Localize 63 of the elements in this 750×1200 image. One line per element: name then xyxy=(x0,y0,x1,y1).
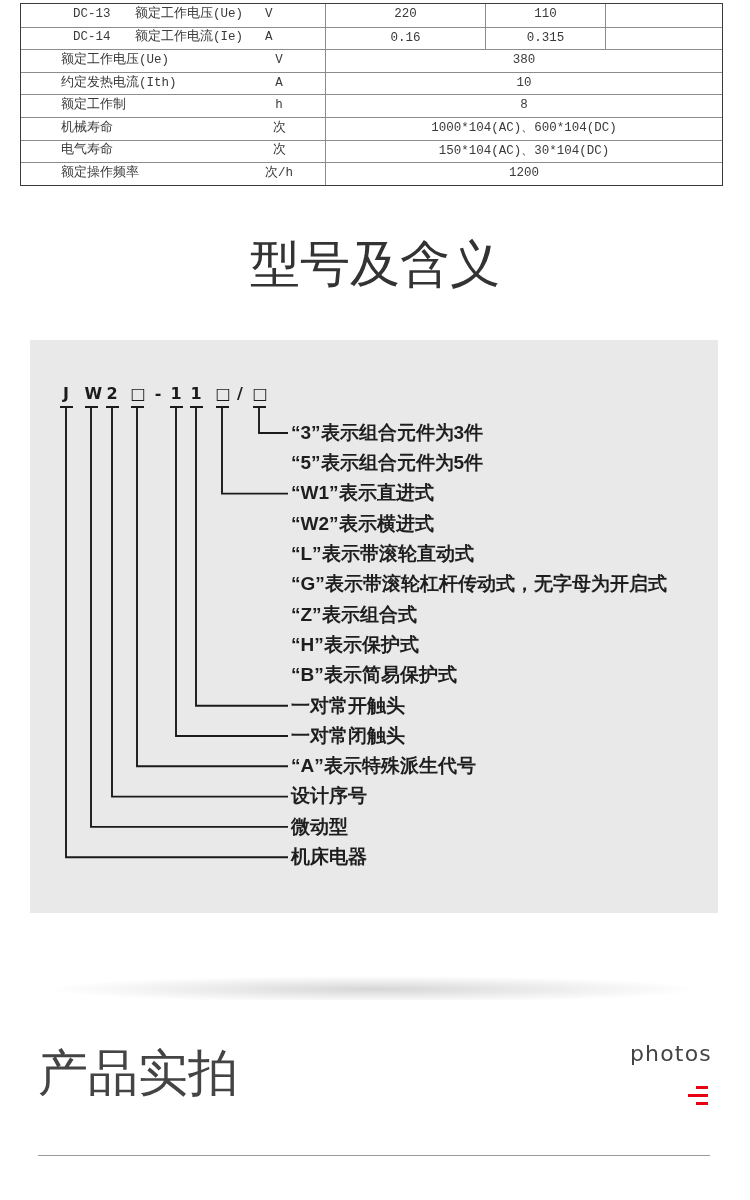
leader-line xyxy=(111,407,289,798)
spec-value: 220 xyxy=(394,7,417,24)
leader-line xyxy=(175,407,289,737)
code-character: □ xyxy=(130,384,144,408)
spec-name: 额定工作制 xyxy=(61,98,126,114)
spec-name: 额定操作频率 xyxy=(61,166,139,182)
spec-name: 机械寿命 xyxy=(61,120,113,137)
spec-unit: A xyxy=(265,30,273,47)
code-character: J xyxy=(59,384,73,408)
spec-unit: 次/h xyxy=(265,166,293,182)
code-character: □ xyxy=(252,384,266,408)
code-explanation: 微动型 xyxy=(288,811,348,843)
spec-value: 8 xyxy=(520,98,528,114)
code-explanation: “L”表示带滚轮直动式 xyxy=(290,542,474,567)
code-explanation: “B”表示简易保护式 xyxy=(290,663,457,688)
code-explanation: 机床电器 xyxy=(288,842,367,873)
section-title: 型号及含义 xyxy=(250,237,500,292)
code-character: □ xyxy=(215,384,229,408)
spec-value: 10 xyxy=(516,75,532,92)
spec-value: 150*104(AC)、30*104(DC) xyxy=(438,143,610,160)
code-explanation: “Z”表示组合式 xyxy=(290,602,417,627)
spec-unit: 次 xyxy=(272,143,286,160)
spec-name: 额定工作电压(Ue) xyxy=(61,53,169,69)
spec-name: 电气寿命 xyxy=(61,143,113,160)
code-separator: / xyxy=(236,384,244,405)
code-explanation: 一对常闭触头 xyxy=(288,720,405,752)
section-subtitle: photos xyxy=(629,1041,712,1068)
leader-line xyxy=(221,407,289,495)
spec-value: 0.315 xyxy=(526,30,565,47)
spec-name: 额定工作电压(Ue) xyxy=(135,7,243,24)
spec-name: 约定发热电流(Ith) xyxy=(61,75,177,92)
spec-category: DC-13 xyxy=(73,7,111,24)
code-explanation: “G”表示带滚轮杠杆传动式，无字母为开启式 xyxy=(290,572,667,597)
code-explanation: “W1”表示直进式 xyxy=(290,481,434,506)
code-character: 1 xyxy=(189,384,203,408)
leader-line xyxy=(195,407,289,707)
code-character: 2 xyxy=(105,384,119,408)
spec-value: 1200 xyxy=(509,166,539,182)
leader-line xyxy=(136,407,289,768)
spec-unit: h xyxy=(275,98,283,114)
code-character: 1 xyxy=(169,384,183,408)
spec-name: 额定工作电流(Ie) xyxy=(135,30,243,47)
spec-unit: V xyxy=(265,7,273,24)
code-explanation: “5”表示组合元件为5件 xyxy=(290,451,484,476)
code-explanation: “A”表示特殊派生代号 xyxy=(288,751,476,782)
spec-value: 1000*104(AC)、600*104(DC) xyxy=(431,120,617,137)
spec-category: DC-14 xyxy=(73,30,111,47)
code-explanation: 一对常开触头 xyxy=(288,690,405,721)
leader-line xyxy=(258,407,289,434)
code-separator: - xyxy=(153,384,163,405)
spec-value: 380 xyxy=(512,53,536,69)
code-explanation: “3”表示组合元件为3件 xyxy=(290,420,484,445)
leader-line xyxy=(65,407,289,859)
spec-value: 0.16 xyxy=(390,30,421,47)
code-explanation: “W2”表示横进式 xyxy=(290,511,434,536)
spec-unit: A xyxy=(275,75,283,92)
section-heading: 产品实拍 xyxy=(38,1046,238,1101)
leader-line xyxy=(90,407,289,828)
code-explanation: 设计序号 xyxy=(288,781,367,812)
spec-unit: 次 xyxy=(272,120,286,137)
spec-unit: V xyxy=(275,53,283,69)
code-explanation: “H”表示保护式 xyxy=(290,632,419,657)
spec-value: 110 xyxy=(534,7,557,24)
